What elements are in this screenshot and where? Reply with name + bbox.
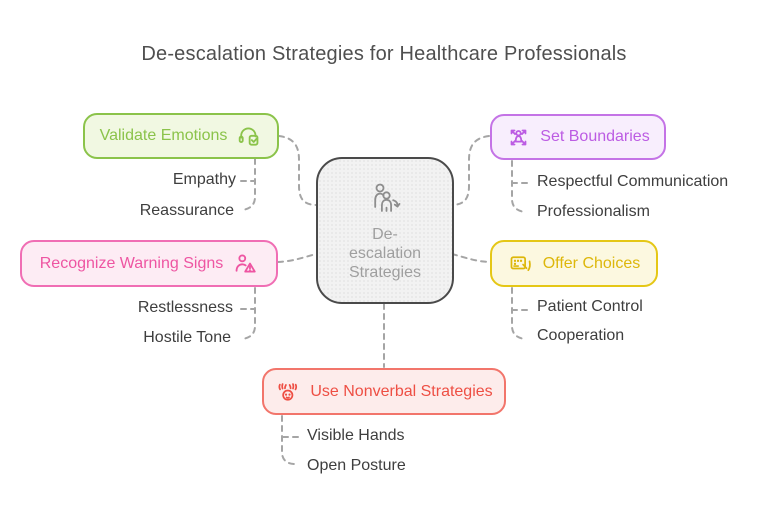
center-node-label: De- escalation Strategies [348, 225, 422, 282]
node-set-boundaries: Set Boundaries [490, 114, 666, 160]
gesture-face-icon [275, 379, 301, 405]
child-label-restlessness: Restlessness [137, 299, 233, 316]
diagram-title: De-escalation Strategies for Healthcare … [141, 43, 627, 65]
people-deescalate-icon [364, 179, 406, 219]
connector-boundaries-center [450, 135, 490, 206]
node-label: Recognize Warning Signs [39, 254, 224, 272]
connector-warning-children [241, 287, 256, 340]
node-validate-emotions: Validate Emotions [83, 113, 279, 159]
connector-boundaries-children [511, 160, 526, 213]
headset-check-icon [236, 123, 262, 149]
child-label-cooperation: Cooperation [537, 327, 625, 344]
node-label: Offer Choices [542, 254, 641, 272]
node-label: Use Nonverbal Strategies [310, 382, 493, 400]
connector-validate-center [278, 135, 318, 206]
child-label-open-posture: Open Posture [307, 457, 406, 474]
person-warning-icon [232, 251, 258, 277]
child-label-reassurance: Reassurance [139, 202, 234, 219]
connector-validate-children [241, 158, 256, 211]
child-label-hostile-tone: Hostile Tone [143, 329, 231, 346]
node-recognize-warning-signs: Recognize Warning Signs [20, 240, 278, 287]
node-offer-choices: Offer Choices [490, 240, 658, 287]
child-label-professionalism: Professionalism [537, 203, 650, 220]
node-label: Validate Emotions [99, 127, 228, 144]
connector-warning-center [277, 253, 317, 263]
child-label-visible-hands: Visible Hands [307, 427, 405, 444]
option-pad-hand-icon [508, 251, 534, 277]
node-label: Set Boundaries [540, 128, 650, 145]
node-de-escalation-strategies: De- escalation Strategies [316, 157, 454, 304]
person-expand-arrows-icon [506, 125, 531, 150]
connector-nonverbal-children [281, 415, 296, 465]
child-label-respectful-communication: Respectful Communication [537, 173, 729, 190]
connector-center-choices [451, 253, 490, 263]
child-label-patient-control: Patient Control [537, 298, 643, 315]
connector-choices-children [511, 287, 526, 340]
node-use-nonverbal-strategies: Use Nonverbal Strategies [262, 368, 506, 415]
child-label-empathy: Empathy [172, 171, 236, 188]
